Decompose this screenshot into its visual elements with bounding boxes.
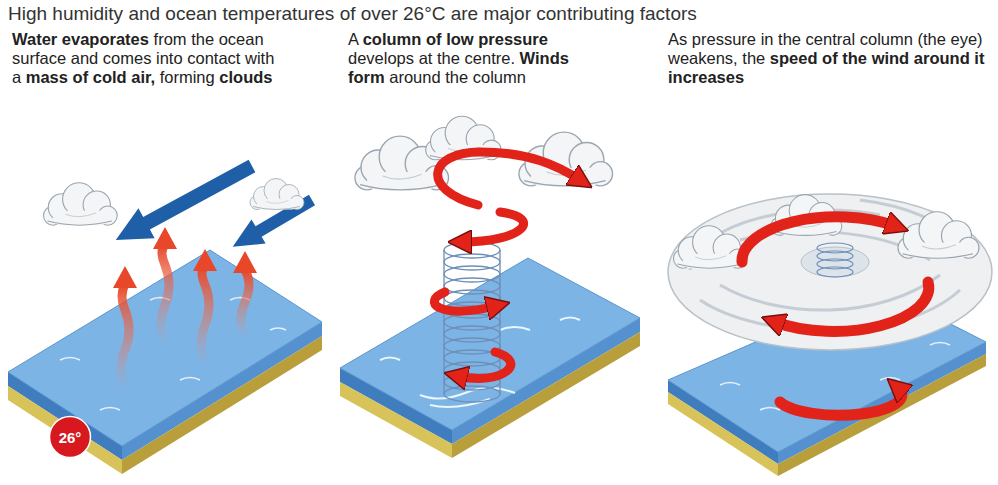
caption-word: mass xyxy=(26,68,73,86)
caption-word: increases xyxy=(668,68,744,86)
caption-word: pressure xyxy=(478,30,548,48)
caption-word: central xyxy=(806,30,860,48)
caption-word: cold xyxy=(93,68,132,86)
caption-word: contact xyxy=(187,49,245,67)
panel-caption: As pressure in the central column (the e… xyxy=(668,30,986,87)
caption-word: column xyxy=(860,30,918,48)
caption-word: the xyxy=(778,30,806,48)
caption-word: weakens, xyxy=(668,49,742,67)
caption-word: evaporates xyxy=(62,30,154,48)
badge-outline xyxy=(50,417,91,458)
caption-word: develops xyxy=(348,49,419,67)
caption-word: around xyxy=(389,68,445,86)
cloud xyxy=(673,226,747,268)
caption-word: of xyxy=(73,68,93,86)
caption-word: around xyxy=(914,49,975,67)
temperature-value: 26° xyxy=(59,429,82,446)
caption-word: form xyxy=(348,68,389,86)
caption-word: of xyxy=(426,30,446,48)
caption-word: centre. xyxy=(465,49,520,67)
hurricane-swirl xyxy=(668,194,992,350)
caption-word: from xyxy=(154,30,192,48)
caption-word: ocean xyxy=(219,30,264,48)
caption-word: in xyxy=(761,30,778,48)
caption-word: pressure xyxy=(692,30,761,48)
caption-word: (the xyxy=(917,30,950,48)
caption-word: forming xyxy=(160,68,220,86)
caption-word: the xyxy=(445,68,473,86)
caption-word: wind xyxy=(872,49,914,67)
cloud xyxy=(898,212,979,259)
caption-word: the xyxy=(191,30,219,48)
caption-word: A xyxy=(348,30,363,48)
diagram-title: High humidity and ocean temperatures of … xyxy=(8,3,697,25)
caption-word: air, xyxy=(131,68,159,86)
wind-arrows xyxy=(434,152,580,378)
caption-word: a xyxy=(12,68,26,86)
caption-word: of xyxy=(822,49,842,67)
caption-word: column xyxy=(363,30,426,48)
caption-word: As xyxy=(668,30,692,48)
panel-caption: A column of low pressure develops at the… xyxy=(348,30,600,87)
cloud xyxy=(250,179,304,210)
caption-word: into xyxy=(156,49,187,67)
caption-word: the xyxy=(437,49,465,67)
caption-word: surface xyxy=(12,49,71,67)
caption-word: eye) xyxy=(951,30,983,48)
cold-air-arrows xyxy=(108,151,319,259)
caption-word: the xyxy=(842,49,871,67)
temperature-badge: 26° xyxy=(48,415,92,459)
cloud xyxy=(43,183,117,225)
caption-word: with xyxy=(245,49,274,67)
caption-word: Winds xyxy=(520,49,569,67)
evaporation-arrows xyxy=(113,227,257,390)
caption-word: clouds xyxy=(219,68,272,86)
caption-word: comes xyxy=(103,49,156,67)
panel-caption: Water evaporates from the ocean surface … xyxy=(12,30,277,87)
ocean-block xyxy=(340,258,640,458)
caption-word: at xyxy=(419,49,437,67)
caption-word: it xyxy=(974,49,984,67)
caption-word: column xyxy=(473,68,526,86)
caption-word: speed xyxy=(770,49,822,67)
caption-word: low xyxy=(446,30,478,48)
caption-word: the xyxy=(742,49,770,67)
caption-word: Water xyxy=(12,30,62,48)
wind-arrows xyxy=(742,217,929,415)
caption-word: and xyxy=(71,49,103,67)
